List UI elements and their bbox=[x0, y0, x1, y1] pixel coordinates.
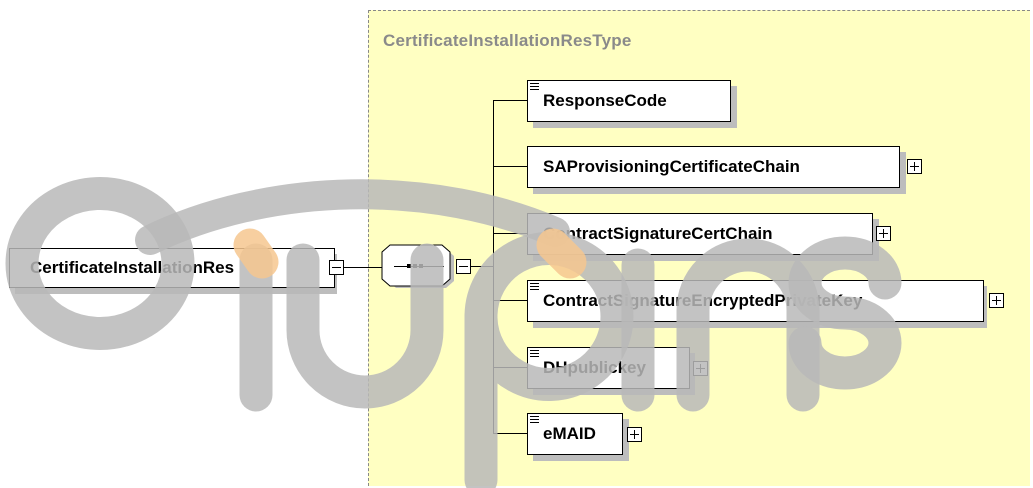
expand-contract-cert-chain-button[interactable] bbox=[876, 226, 891, 241]
mandatory-content-icon bbox=[530, 350, 539, 359]
mandatory-content-icon bbox=[530, 283, 539, 292]
element-emaid[interactable]: eMAID bbox=[527, 413, 623, 455]
element-contract-signature-encrypted-private-key[interactable]: ContractSignatureEncryptedPrivateKey bbox=[527, 280, 984, 322]
element-dh-public-key[interactable]: DHpublickey bbox=[527, 347, 690, 389]
element-sa-provisioning-certificate-chain[interactable]: SAProvisioningCertificateChain bbox=[527, 146, 900, 188]
collapse-sequence-button[interactable] bbox=[456, 259, 471, 274]
sequence-compositor[interactable] bbox=[382, 245, 452, 287]
element-contract-signature-cert-chain[interactable]: ContractSignatureCertChain bbox=[527, 213, 873, 255]
mandatory-content-icon bbox=[530, 83, 539, 92]
expand-encrypted-private-key-button[interactable] bbox=[989, 293, 1004, 308]
expand-sa-provisioning-button[interactable] bbox=[907, 159, 922, 174]
mandatory-content-icon bbox=[530, 416, 539, 425]
expand-dh-public-key-button[interactable] bbox=[693, 361, 708, 376]
element-response-code[interactable]: ResponseCode bbox=[527, 80, 731, 122]
expand-emaid-button[interactable] bbox=[627, 427, 642, 442]
complex-type-title: CertificateInstallationResType bbox=[383, 31, 632, 50]
